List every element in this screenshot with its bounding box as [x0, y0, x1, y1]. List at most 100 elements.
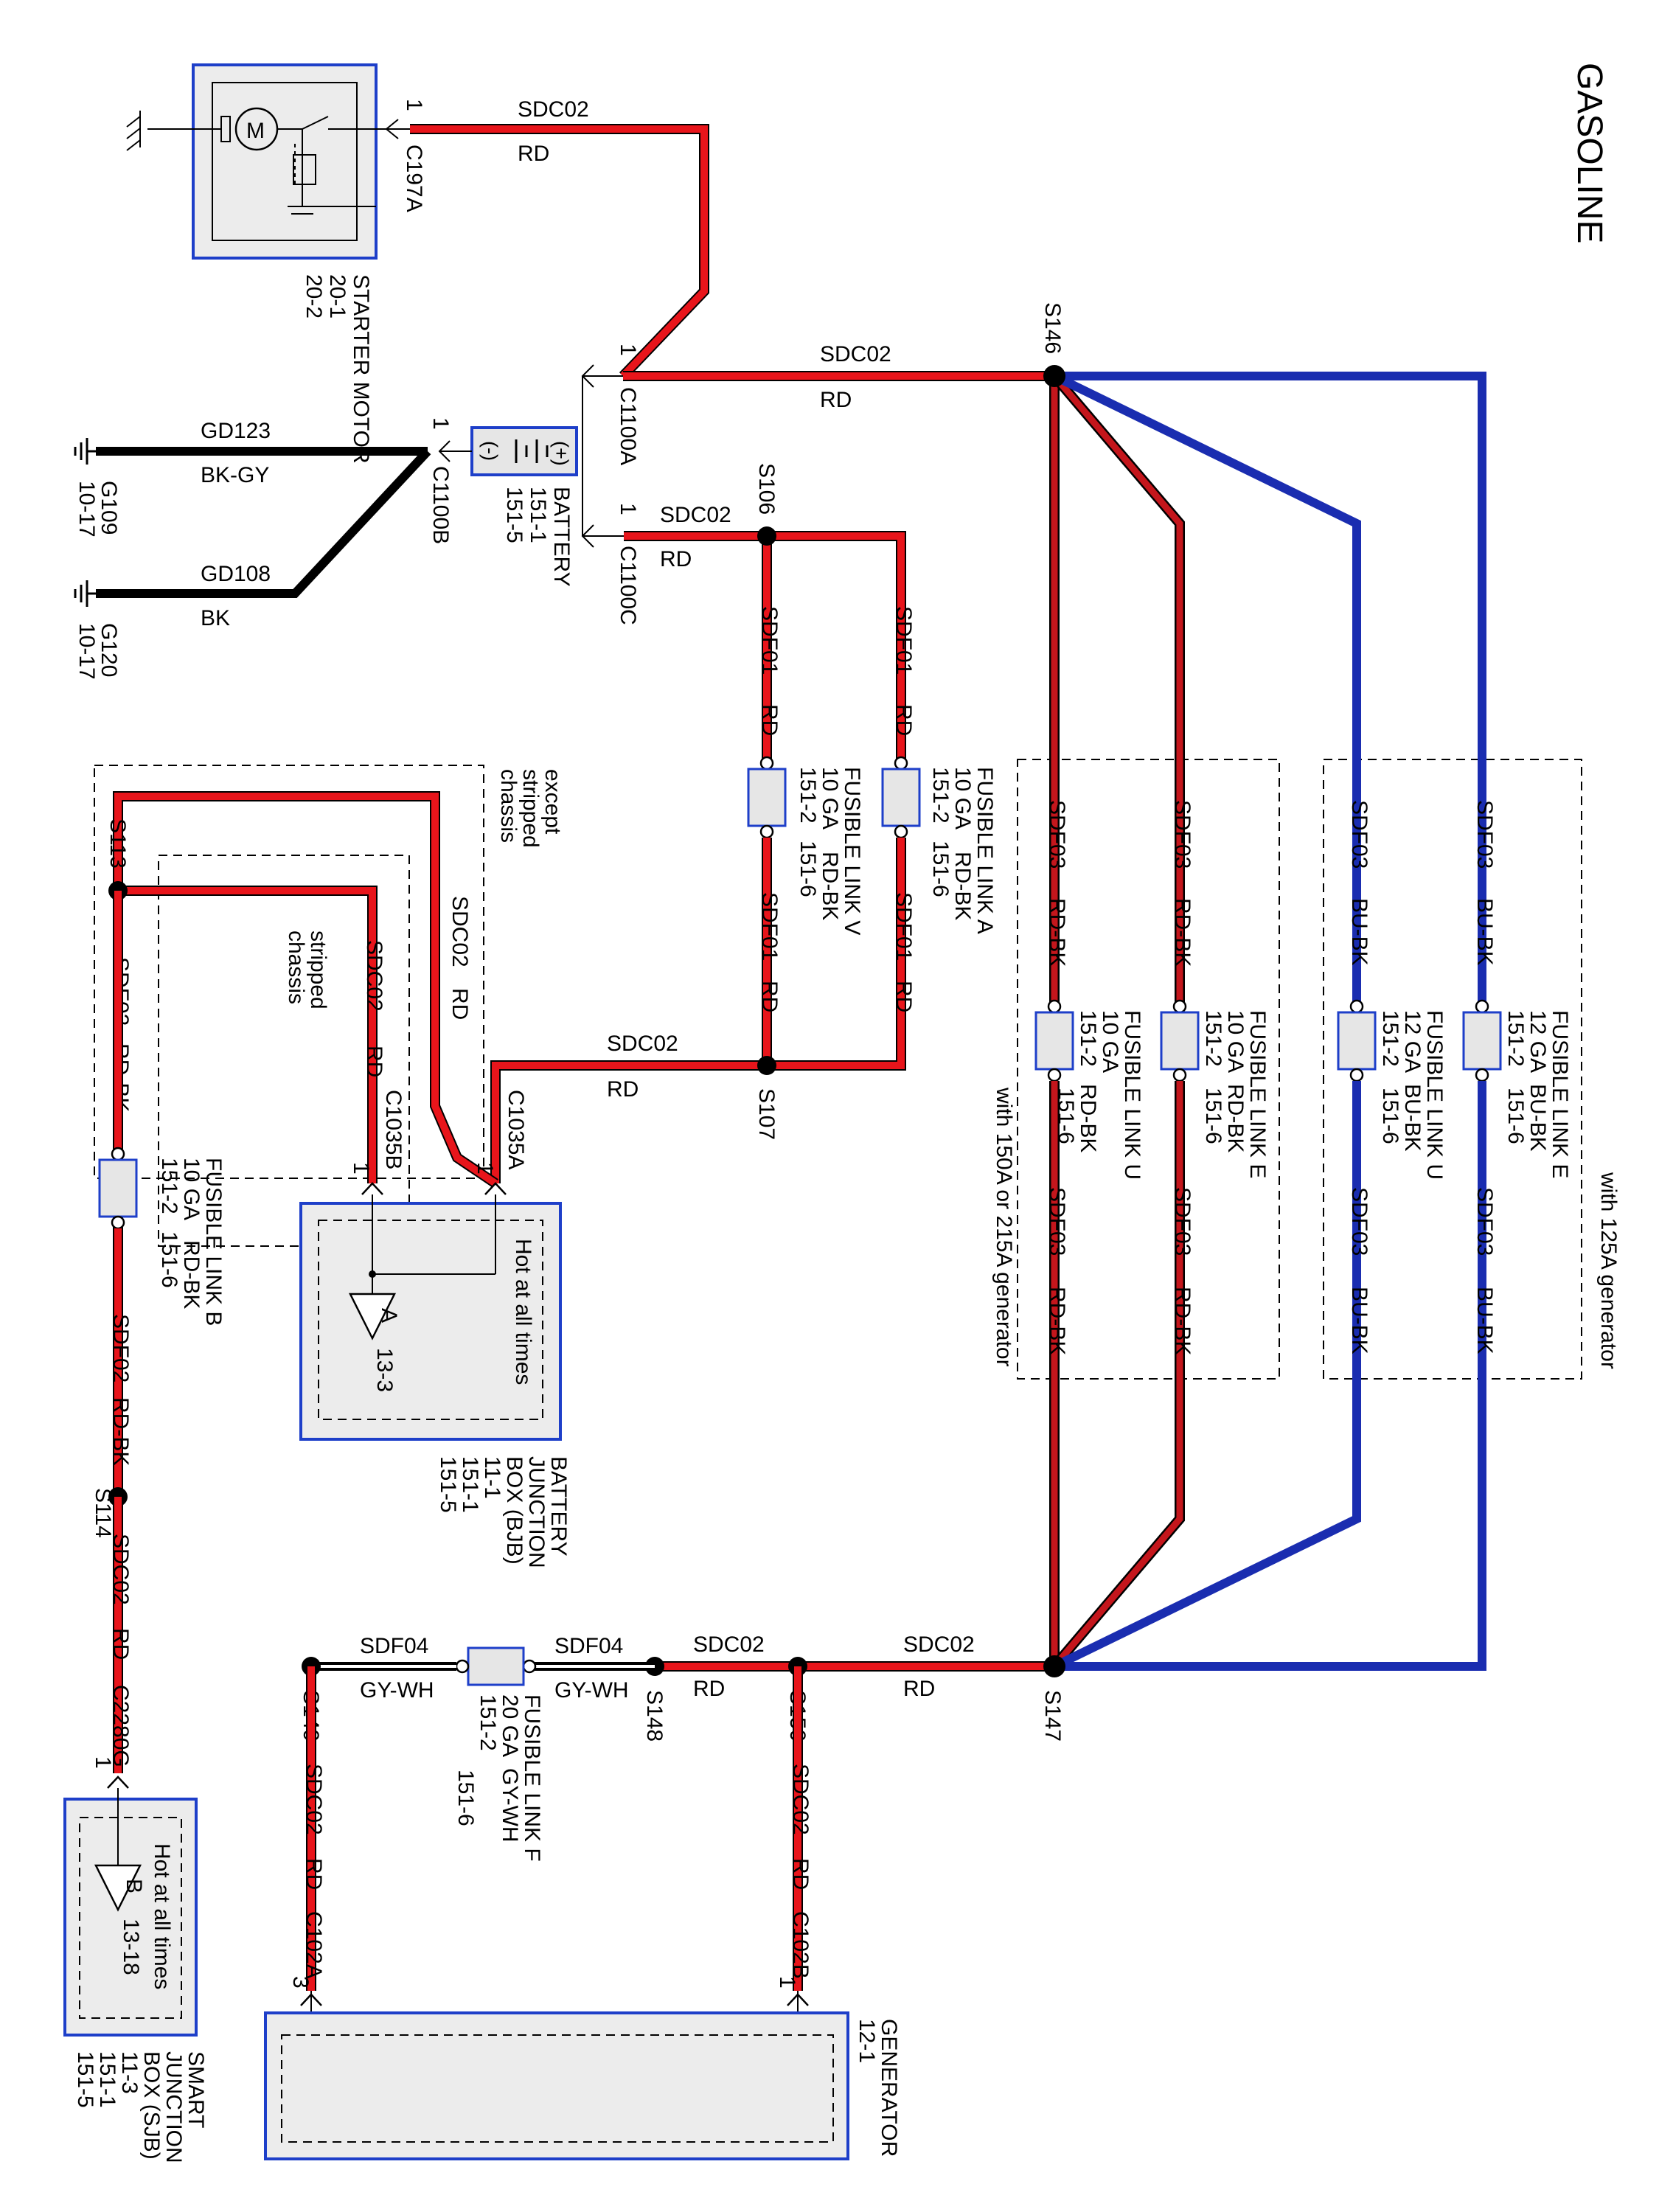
c1035b-label: C1035B: [381, 1090, 406, 1169]
wire-label-sdf01-v-bottom: SDF01: [757, 892, 782, 961]
fusible-link-e-blue-ref2: 151-6: [1503, 1088, 1528, 1144]
c1100a-label: C1100A: [616, 387, 640, 465]
wire-color-bubk-ub-top: BU-BK: [1347, 898, 1371, 966]
wire-color-rdbk-u-top: RD-BK: [1045, 898, 1069, 967]
fusible-link-u-blue-line1: FUSIBLE LINK U: [1422, 1010, 1447, 1180]
wire-color-rd-v-bottom: RD: [757, 981, 782, 1012]
fusible-link-a-color: RD-BK: [950, 852, 975, 920]
option-box-stripped: [158, 855, 410, 1247]
svg-text:M: M: [246, 119, 265, 143]
generator: GENERATOR 12-1: [264, 2011, 901, 2160]
wire-color-rdbk-b-bottom: RD-BK: [108, 1397, 133, 1466]
c197a-pin: 1: [402, 99, 426, 111]
fusible-link-v-gauge: 10 GA: [818, 767, 842, 830]
wire-color-rdbk-e-top: RD-BK: [1170, 898, 1194, 967]
splice-s148-label: S148: [642, 1690, 667, 1742]
bjb-marker: A: [377, 1308, 401, 1323]
g120-label: G120: [97, 623, 121, 677]
wire-sdf01-link-a: [767, 531, 906, 763]
splice-s146: [1043, 365, 1065, 387]
starter-ground-hatch-icon: [126, 111, 141, 151]
splice-s147-label: S147: [1040, 1690, 1065, 1742]
wire-label-sdc02-stripped: SDC02: [362, 940, 386, 1012]
fusible-link-e-blue-line1: FUSIBLE LINK E: [1548, 1010, 1572, 1178]
bjb-ref1: 11-1: [480, 1456, 504, 1499]
fusible-link-e-blue-ref1: 151-2: [1503, 1010, 1528, 1067]
wire-color-bubk-eb-bottom: BU-BK: [1472, 1287, 1497, 1354]
wire-label-sdc02-starter: SDC02: [518, 97, 589, 122]
fusible-link-u-red-ref1: 151-2: [1076, 1010, 1100, 1067]
bjb-label-line1: BATTERY: [546, 1456, 571, 1557]
fusible-link-e-red-line1: FUSIBLE LINK E: [1245, 1010, 1270, 1178]
battery-ref2: 151-5: [502, 487, 526, 543]
wire-label-sdf03-e-top: SDF03: [1170, 800, 1194, 869]
splice-s113-label: S113: [105, 818, 130, 869]
wire-label-gd108: GD108: [201, 562, 271, 586]
smart-junction-box: B 13-18 Hot at all times SMART JUNCTION …: [63, 1788, 208, 2163]
generator-label: GENERATOR: [877, 2019, 901, 2157]
c1035b-connector-icon: [361, 1182, 383, 1195]
wire-sdf03-e-red-bottom: [1050, 1081, 1185, 1670]
fusible-link-u-red-color: RD-BK: [1076, 1084, 1100, 1152]
fusible-link-f-ref2: 151-6: [453, 1770, 478, 1826]
wire-color-rd-sjb: RD: [108, 1628, 133, 1660]
wire-sdf03-u-blue-bottom: [1052, 1081, 1361, 1671]
wire-sdf03-link-u-blue: [1052, 372, 1361, 1003]
wire-label-sdf03-ub-bottom: SDF03: [1347, 1187, 1371, 1256]
g109-label: G109: [97, 481, 121, 535]
wire-label-sdc02-sjb: SDC02: [108, 1534, 133, 1605]
starter-motor-label: STARTER MOTOR: [349, 274, 373, 464]
sjb-label-line3: BOX (SJB): [139, 2051, 164, 2160]
fusible-link-v: FUSIBLE LINK V 10 GA RD-BK 151-2 151-6: [747, 756, 864, 935]
sjb-label-line1: SMART: [184, 2051, 208, 2128]
sjb-label-line2: JUNCTION: [161, 2051, 186, 2163]
fusible-link-b: FUSIBLE LINK B 10 GA RD-BK 151-2 151-6: [98, 1147, 226, 1326]
c1100a-pin: 1: [616, 344, 640, 356]
wire-color-rd-s107: RD: [607, 1077, 639, 1102]
fusible-link-u-red-line1: FUSIBLE LINK U: [1120, 1010, 1144, 1180]
wire-color-bubk-ub-bottom: BU-BK: [1347, 1287, 1371, 1354]
diagram-title: GASOLINE: [1570, 63, 1609, 243]
wire-label-sdc02-except: SDC02: [448, 896, 472, 967]
wire-label-gd123: GD123: [201, 419, 271, 443]
fusible-link-u-blue-color: BU-BK: [1400, 1084, 1425, 1152]
g120-ref: 10-17: [74, 623, 99, 680]
fusible-link-v-line1: FUSIBLE LINK V: [840, 767, 864, 935]
option-box-150a-215a: [1017, 759, 1280, 1380]
fusible-link-b-ref1: 151-2: [157, 1158, 181, 1214]
battery-label: BATTERY: [549, 487, 574, 587]
sjb-marker-ref: 13-18: [119, 1919, 143, 1975]
splice-s107-label: S107: [754, 1088, 779, 1140]
wire-sdf03-e-blue-bottom: [1054, 1081, 1486, 1671]
note-125a: with 125A generator: [1596, 1172, 1621, 1369]
wire-label-sdf03-u-bottom: SDF03: [1045, 1187, 1069, 1256]
wire-color-bubk-eb-top: BU-BK: [1472, 898, 1497, 966]
fusible-link-e-red-color: RD-BK: [1223, 1084, 1248, 1152]
wire-label-sdc02-s146: SDC02: [820, 342, 891, 366]
bjb-label-line3: BOX (BJB): [502, 1456, 526, 1565]
battery-minus: (-): [479, 441, 501, 461]
note-stripped-line2: chassis: [284, 931, 308, 1004]
fusible-link-f-line1: FUSIBLE LINK F: [520, 1694, 544, 1862]
fusible-link-f-gauge: 20 GA: [498, 1694, 522, 1757]
fusible-link-e-red: FUSIBLE LINK E 10 GA RD-BK 151-2 151-6: [1160, 999, 1270, 1178]
fusible-link-u-red-gauge: 10 GA: [1098, 1010, 1122, 1073]
wire-color-rd-s147: RD: [903, 1677, 935, 1701]
wire-color-rd-a-bottom: RD: [891, 981, 916, 1012]
battery-plus: (+): [550, 441, 572, 466]
note-except-line1: except: [540, 769, 565, 835]
fusible-link-a-ref2: 151-6: [928, 841, 953, 897]
ground-g120-icon: [74, 580, 96, 607]
splice-s114-label: S114: [91, 1488, 115, 1538]
c102b-label: C102B: [788, 1911, 813, 1979]
wire-label-sdc02-c102b: SDC02: [788, 1764, 813, 1835]
fusible-link-u-blue-ref1: 151-2: [1378, 1010, 1402, 1067]
c1100b-pin: 1: [428, 417, 453, 430]
sjb-ref3: 151-5: [73, 2051, 97, 2108]
wire-color-bk-gy: BK-GY: [201, 463, 269, 487]
motor-symbol-icon: M: [220, 107, 376, 215]
splice-s107: [757, 1056, 776, 1075]
c1035b-pin: 1: [349, 1162, 373, 1175]
bjb-ref2: 151-1: [458, 1456, 482, 1513]
wire-label-sdf04-left: SDF04: [360, 1634, 428, 1658]
